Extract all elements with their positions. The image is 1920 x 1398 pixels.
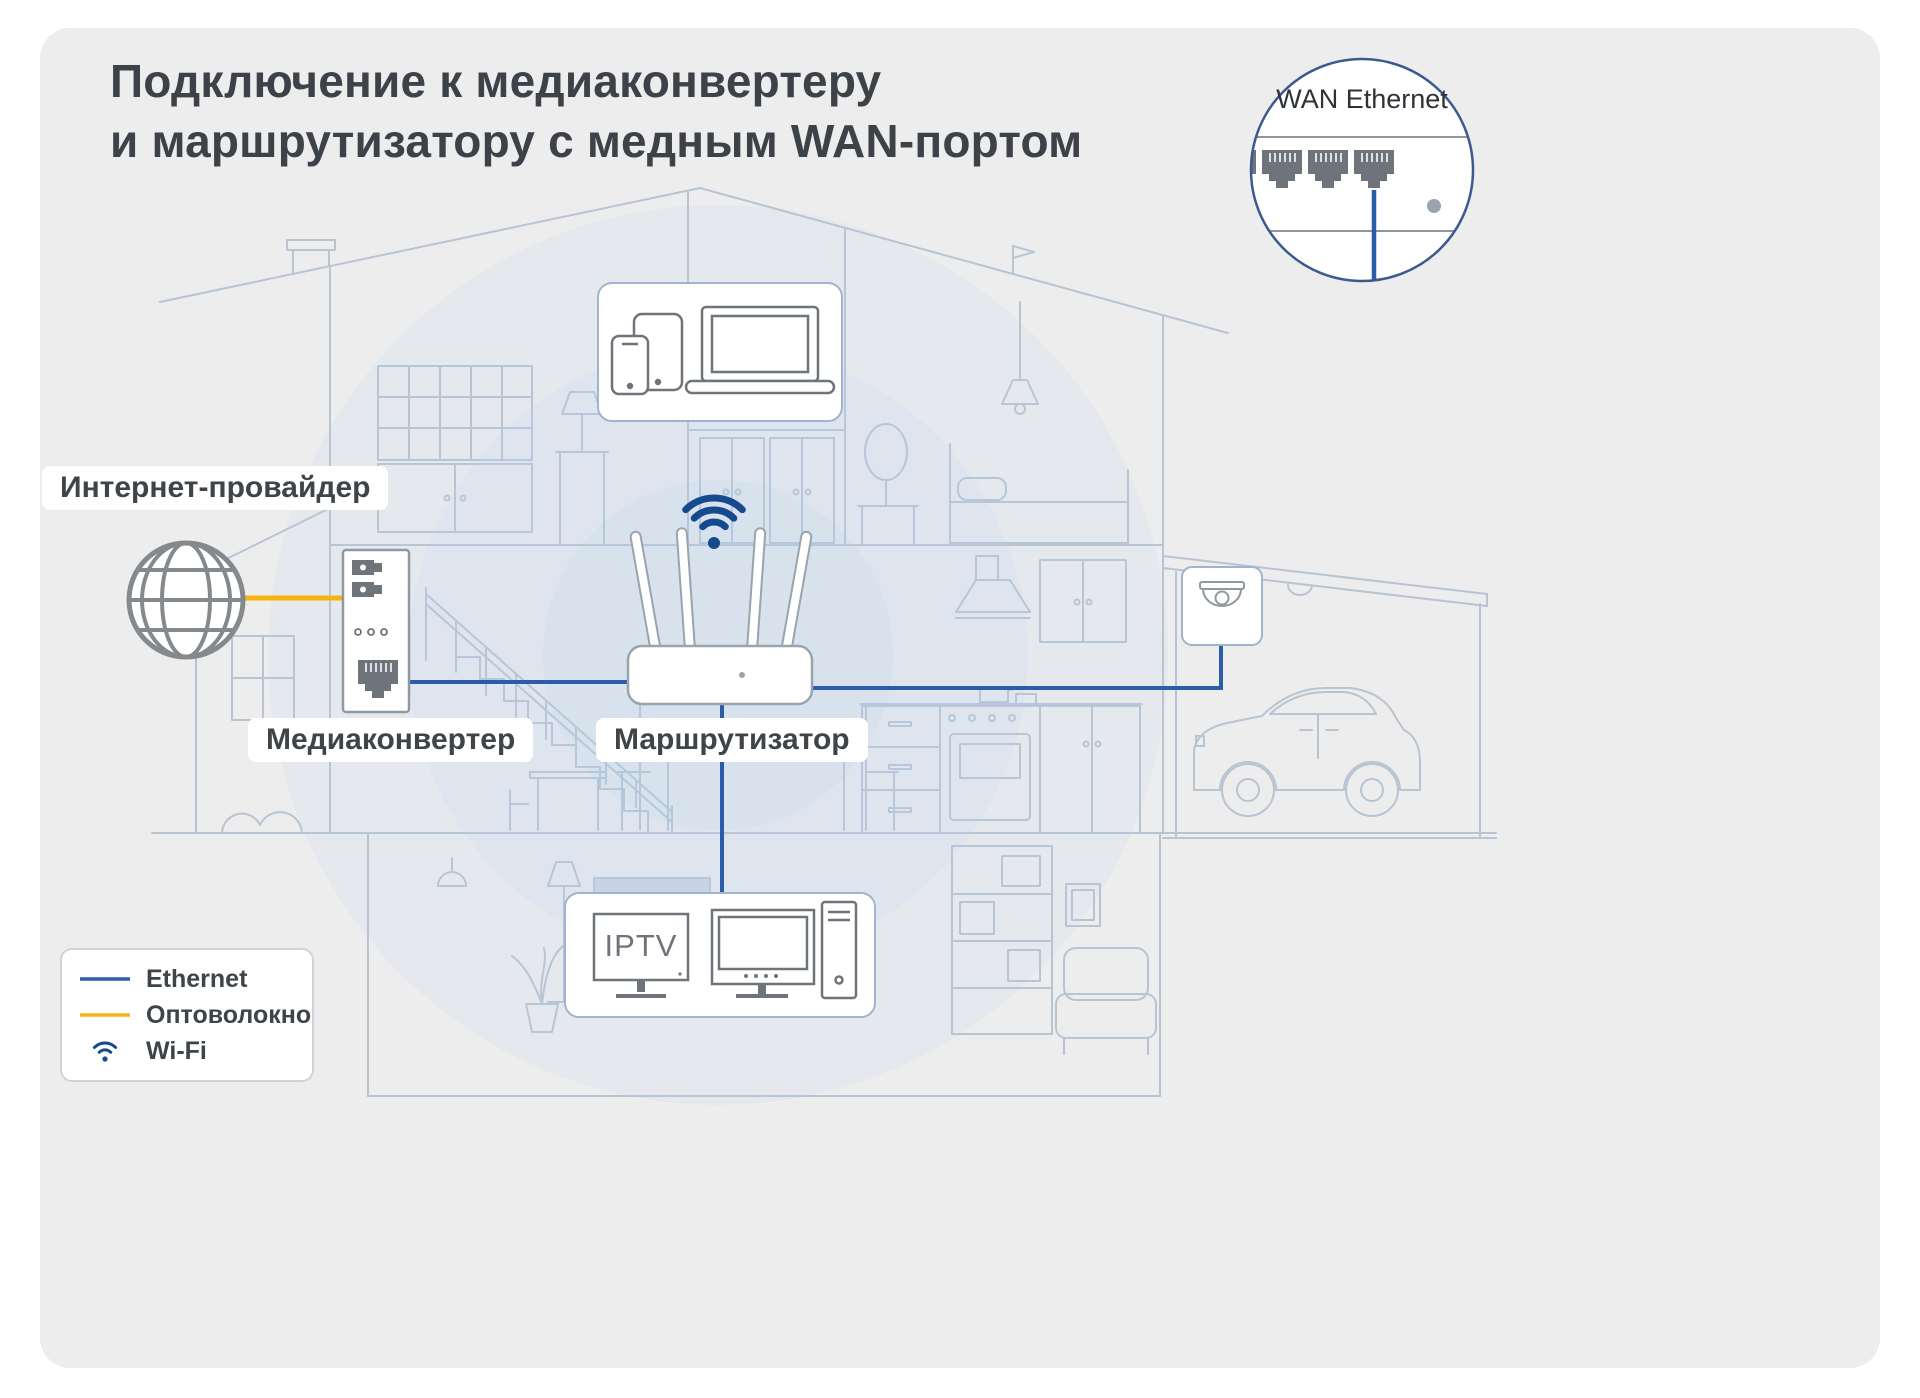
bed [949, 443, 1129, 544]
kitchen [859, 555, 1143, 834]
wan-inset [1249, 57, 1475, 283]
globe-icon [126, 540, 246, 660]
staircase [425, 587, 673, 834]
legend: Ethernet Оптоволокно Wi-Fi [60, 948, 314, 1082]
chimney [286, 239, 336, 275]
monitor-icon [710, 908, 816, 998]
media-converter-label: Медиаконвертер [248, 718, 534, 762]
legend-label: Оптоволокно [146, 1000, 312, 1029]
weathervane [1012, 245, 1035, 275]
legend-label: Ethernet [146, 964, 248, 993]
page-title: Подключение к медиаконвертеру и маршрути… [110, 52, 1082, 172]
title-line-2: и маршрутизатору с медным WAN-портом [110, 114, 1083, 167]
car-icon [1193, 687, 1421, 817]
fiber-line-swatch [78, 1011, 132, 1019]
legend-label: Wi-Fi [146, 1036, 207, 1065]
ethernet-line-router-camera [812, 646, 1223, 690]
house-cross-section [151, 187, 1497, 1097]
small-table [509, 771, 607, 831]
dome-camera-icon [1199, 581, 1245, 607]
client-devices-box [597, 282, 843, 422]
smartphone-icon [610, 334, 650, 396]
hall-closets [687, 429, 846, 544]
camera-box [1181, 566, 1263, 646]
table-lamp [555, 391, 609, 544]
title-line-1: Подключение к медиаконвертеру [110, 55, 882, 107]
iptv-screen-label: IPTV [604, 928, 678, 963]
provider-label: Интернет-провайдер [42, 466, 389, 510]
pc-tower-icon [820, 900, 858, 1000]
laptop-icon [684, 305, 836, 395]
wifi-icon [682, 494, 746, 549]
pendant-lamp [1001, 301, 1039, 415]
wan-inset-label: WAN Ethernet [1276, 84, 1448, 114]
background-panel [40, 28, 1880, 1368]
router-device [626, 527, 814, 706]
legend-item-fiber: Оптоволокно [78, 1001, 311, 1029]
iptv-box [564, 892, 876, 1018]
legend-item-ethernet: Ethernet [78, 965, 296, 993]
wifi-legend-icon [78, 1038, 132, 1064]
legend-item-wifi: Wi-Fi [78, 1037, 296, 1065]
router-label: Маршрутизатор [596, 718, 868, 762]
tv-icon [592, 912, 690, 998]
vanity-mirror [857, 423, 919, 544]
ethernet-line-swatch [78, 975, 132, 983]
media-converter-device [341, 548, 411, 714]
